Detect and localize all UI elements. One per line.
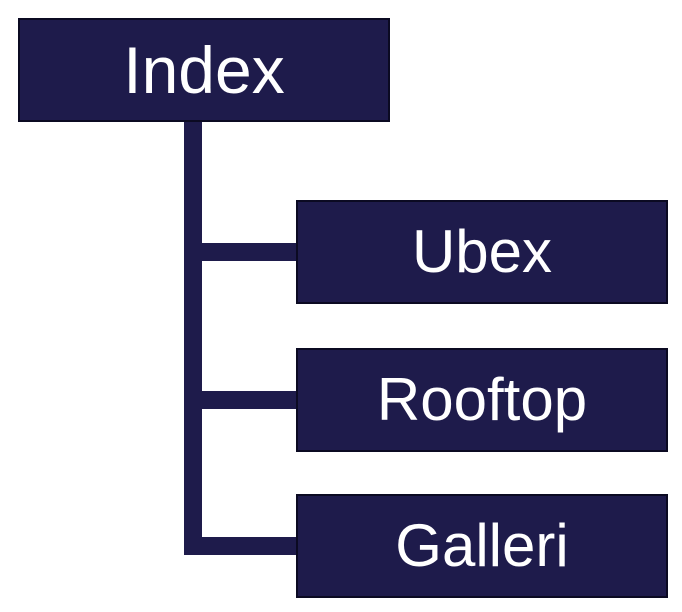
child-node-rooftop: Rooftop (296, 348, 668, 452)
branch-connector-ubex (184, 243, 298, 261)
child-node-label-ubex: Ubex (411, 218, 553, 285)
child-node-galleri: Galleri (296, 494, 668, 598)
branch-connector-galleri (184, 537, 298, 555)
child-node-label-galleri: Galleri (395, 512, 569, 579)
child-node-label-rooftop: Rooftop (376, 366, 588, 433)
child-node-ubex: Ubex (296, 200, 668, 304)
tree-trunk-connector (184, 120, 202, 555)
root-node-index: Index (18, 18, 390, 122)
branch-connector-rooftop (184, 391, 298, 409)
root-node-label: Index (123, 33, 285, 107)
